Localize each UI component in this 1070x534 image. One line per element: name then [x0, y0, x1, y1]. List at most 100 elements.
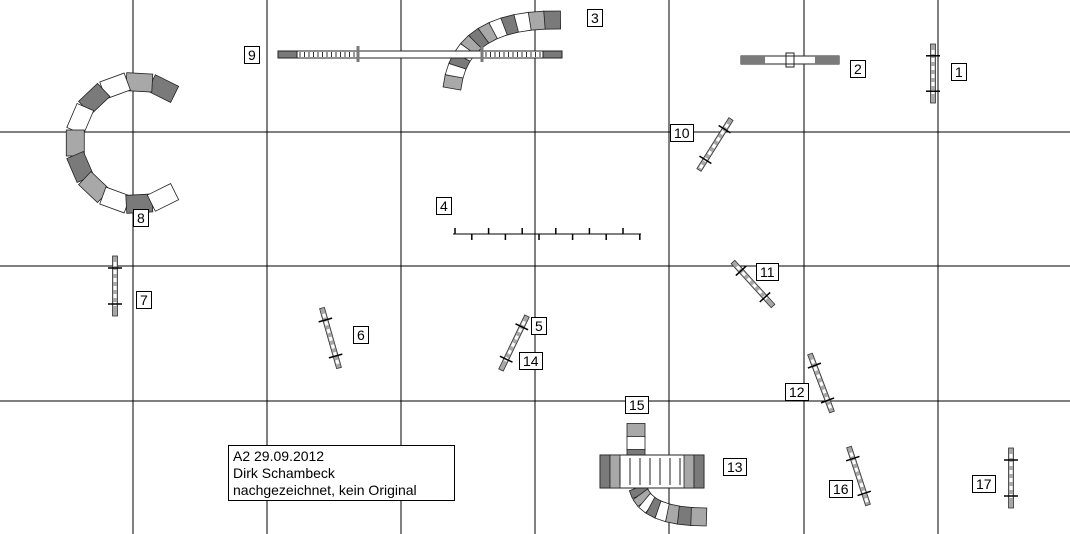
tunnel-8 [65, 72, 180, 214]
jump-stripe [816, 374, 821, 379]
number-12: 12 [785, 383, 809, 401]
jump-stripe [1009, 478, 1013, 482]
jump-stripe [735, 265, 741, 271]
jump-stripe [741, 271, 747, 277]
jump-stripe [514, 335, 519, 341]
jump-stripe [822, 388, 827, 394]
jump-bar [730, 259, 776, 309]
jump-stripe [521, 320, 526, 326]
jump-stripe [707, 150, 713, 156]
tunnel-segment [626, 436, 646, 451]
jump-wing [515, 323, 529, 331]
number-7: 7 [136, 291, 152, 309]
jump-stripe [1009, 470, 1013, 474]
jump-stripe [711, 143, 717, 149]
dogwalk-contact [277, 50, 298, 59]
jump-12 [807, 352, 835, 414]
jump-stripe [510, 342, 516, 348]
jump-stripe [330, 344, 335, 349]
tunnel-15 [626, 423, 646, 459]
number-11: 11 [756, 263, 779, 281]
number-17: 17 [972, 475, 996, 493]
weave-poles-4 [453, 228, 641, 240]
jump-stripe [810, 359, 815, 364]
jump-stripe [856, 475, 862, 480]
jump-stripe [517, 327, 523, 333]
jump-wing [718, 124, 731, 134]
jump-wing [845, 455, 860, 462]
jump-stripe [931, 82, 935, 86]
jump-11 [730, 259, 776, 309]
number-15: 15 [625, 396, 649, 414]
tunnel-end [693, 454, 705, 489]
seesaw-pivot [785, 52, 795, 68]
number-14: 14 [519, 352, 543, 370]
jump-16 [845, 445, 872, 507]
tunnel-segment [626, 423, 646, 438]
jump-stripe [113, 278, 117, 282]
number-8: 8 [133, 209, 149, 227]
jump-7 [108, 255, 122, 317]
number-9: 9 [244, 46, 260, 64]
tunnel-segment [442, 74, 464, 91]
jump-wing [318, 317, 333, 323]
jump-5-14 [498, 314, 530, 372]
seesaw-contact [741, 56, 765, 64]
jump-stripe [322, 313, 327, 319]
tunnel-segment [690, 507, 708, 527]
jump-wing [499, 355, 513, 363]
tunnel-segment [542, 10, 561, 30]
info-note: nachgezeichnet, kein Original [233, 482, 417, 498]
jump-wing [857, 490, 872, 497]
number-6: 6 [353, 326, 369, 344]
info-date: A2 29.09.2012 [233, 448, 325, 464]
jump-stripe [931, 58, 935, 62]
jump-stripe [113, 294, 117, 298]
jump-wing [735, 265, 747, 277]
jump-stripe [1009, 486, 1013, 490]
jump-stripe [752, 283, 757, 289]
tunnel-13-straight [599, 454, 705, 489]
number-4: 4 [436, 197, 452, 215]
jump-stripe [931, 50, 935, 54]
number-2: 2 [850, 60, 866, 78]
dogwalk-support [480, 46, 484, 62]
jump-wing [759, 291, 771, 303]
jump-stripe [1009, 454, 1013, 458]
jump-stripe [813, 366, 818, 372]
jump-stripe [507, 349, 512, 355]
dogwalk-9 [277, 46, 563, 62]
jump-wing [699, 155, 712, 165]
number-5: 5 [531, 317, 547, 335]
jump-stripe [724, 123, 730, 129]
jump-stripe [851, 459, 857, 465]
jump-stripe [715, 136, 721, 142]
jump-stripe [113, 262, 117, 266]
number-16: 16 [829, 480, 853, 498]
tunnel-end [599, 454, 611, 489]
tunnel-end [609, 454, 621, 489]
jump-stripe [931, 74, 935, 78]
number-13: 13 [723, 458, 747, 476]
dogwalk-contact [542, 50, 563, 59]
jump-stripe [113, 270, 117, 274]
dogwalk-plank [277, 50, 563, 59]
dogwalk-support [356, 46, 360, 62]
jump-stripe [854, 467, 859, 473]
seesaw-2 [740, 52, 840, 68]
number-1: 1 [951, 63, 967, 81]
tunnel-13-curve [628, 483, 708, 527]
jump-stripe [1009, 462, 1013, 466]
jump-17 [1004, 447, 1018, 509]
tunnel-end [683, 454, 695, 489]
jump-stripe [328, 336, 333, 342]
info-author: Dirk Schambeck [233, 465, 335, 481]
seesaw-contact [815, 56, 839, 64]
jump-1 [926, 43, 940, 104]
jump-6 [318, 306, 343, 370]
jump-stripe [757, 289, 763, 295]
jump-stripe [859, 482, 864, 488]
jump-stripe [720, 130, 725, 136]
